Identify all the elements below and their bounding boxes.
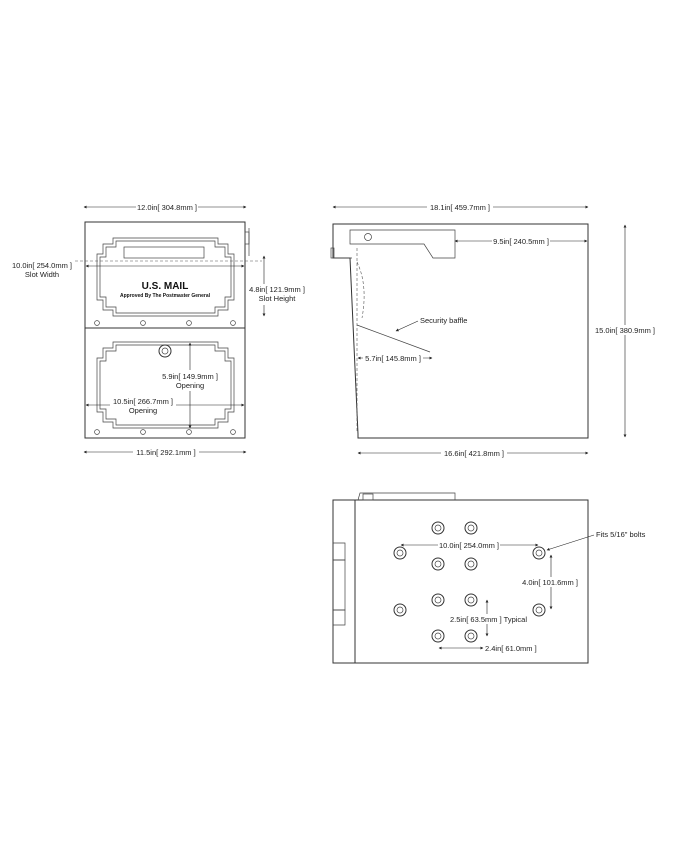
side-body-outline — [332, 223, 589, 439]
bottom-flag-pivot — [362, 493, 374, 501]
upper-door-frame-inner — [99, 240, 232, 314]
dim-small-spacing: 2.4in[ 61.0mm ] — [485, 644, 537, 653]
side-view: 18.1in[ 459.7mm ] 9.5in[ 240.5mm ] Secur… — [330, 202, 657, 458]
mounting-hole-icon — [464, 521, 478, 535]
dim-opening-width: 10.5in[ 266.7mm ] — [113, 397, 173, 406]
bottom-flag — [357, 492, 456, 501]
front-body-outline — [84, 221, 246, 439]
lower-door-frame — [96, 341, 235, 429]
dim-top-width: 12.0in[ 304.8mm ] — [137, 203, 197, 212]
dim-total-length: 18.1in[ 459.7mm ] — [430, 203, 490, 212]
bolt-icon — [186, 320, 192, 326]
dim-typical-spacing: 2.5in[ 63.5mm ] Typical — [450, 615, 527, 624]
front-view: U.S. MAIL Approved By The Postmaster Gen… — [8, 202, 307, 457]
door-title: U.S. MAIL — [142, 281, 189, 292]
baffle-label: Security baffle — [420, 316, 467, 325]
dim-hole-spacing-y: 4.0in[ 101.6mm ] — [522, 578, 578, 587]
upper-bolt-row — [94, 320, 236, 326]
bolt-icon — [230, 320, 236, 326]
dim-slot-height: 4.8in[ 121.9mm ] — [249, 285, 305, 294]
baffle-curve — [356, 261, 365, 319]
bolt-icon — [94, 320, 100, 326]
mounting-hole-icon — [532, 603, 546, 617]
lock-icon — [158, 344, 172, 358]
bolt-icon — [230, 429, 236, 435]
bolt-icon — [140, 320, 146, 326]
dim-opening-width-label: Opening — [129, 406, 157, 415]
dim-bottom-width: 11.5in[ 292.1mm ] — [136, 448, 195, 457]
mounting-hole-icon — [532, 546, 546, 560]
mounting-hole-icon — [464, 593, 478, 607]
dim-opening-height: 5.9in[ 149.9mm ] — [162, 372, 218, 381]
mounting-hole-icon — [431, 593, 445, 607]
mounting-hole-icon — [431, 629, 445, 643]
dim-opening-height-label: Opening — [176, 381, 204, 390]
dim-slot-height-label: Slot Height — [259, 294, 297, 303]
door-subtitle: Approved By The Postmaster General — [120, 293, 211, 299]
mounting-hole-icon — [431, 557, 445, 571]
bottom-view: Fits 5/16" bolts 10.0in[ 254.0mm ] 4.0in… — [332, 492, 646, 664]
lower-door-frame-inner — [99, 344, 232, 426]
latch-bracket-upper — [333, 542, 346, 561]
bolt-icon — [140, 429, 146, 435]
latch-bracket-lower — [333, 609, 346, 626]
baffle-line — [356, 324, 431, 353]
mounting-hole-icon — [431, 521, 445, 535]
dim-slot-width: 10.0in[ 254.0mm ] — [12, 261, 72, 270]
flag-icon — [349, 229, 456, 259]
lock-core-icon — [161, 347, 169, 355]
bolt-label: Fits 5/16" bolts — [596, 530, 646, 539]
mounting-hole-icon — [393, 603, 407, 617]
side-latch — [330, 247, 335, 259]
bolt-icon — [186, 429, 192, 435]
mounting-hole-icon — [464, 557, 478, 571]
dim-hole-spacing-x: 10.0in[ 254.0mm ] — [439, 541, 499, 550]
bottom-body-outline — [332, 499, 589, 664]
bolt-icon — [94, 429, 100, 435]
dim-baffle-depth: 5.7in[ 145.8mm ] — [365, 354, 421, 363]
dim-flag-offset: 9.5in[ 240.5mm ] — [493, 237, 549, 246]
dim-slot-width-label: Slot Width — [25, 270, 59, 279]
lower-bolt-row — [94, 429, 236, 435]
front-latch — [244, 231, 250, 245]
mounting-hole-icon — [393, 546, 407, 560]
dim-height: 15.0in[ 380.9mm ] — [595, 326, 655, 335]
mounting-holes — [393, 521, 546, 643]
baffle-leader — [395, 320, 419, 332]
upper-door-frame — [96, 237, 235, 317]
bolt-leader — [546, 534, 595, 551]
dim-bottom-length: 16.6in[ 421.8mm ] — [444, 449, 504, 458]
latch-bracket-middle — [333, 559, 346, 611]
flag-pivot-icon — [364, 233, 372, 241]
mail-slot — [123, 246, 205, 259]
mounting-hole-icon — [464, 629, 478, 643]
